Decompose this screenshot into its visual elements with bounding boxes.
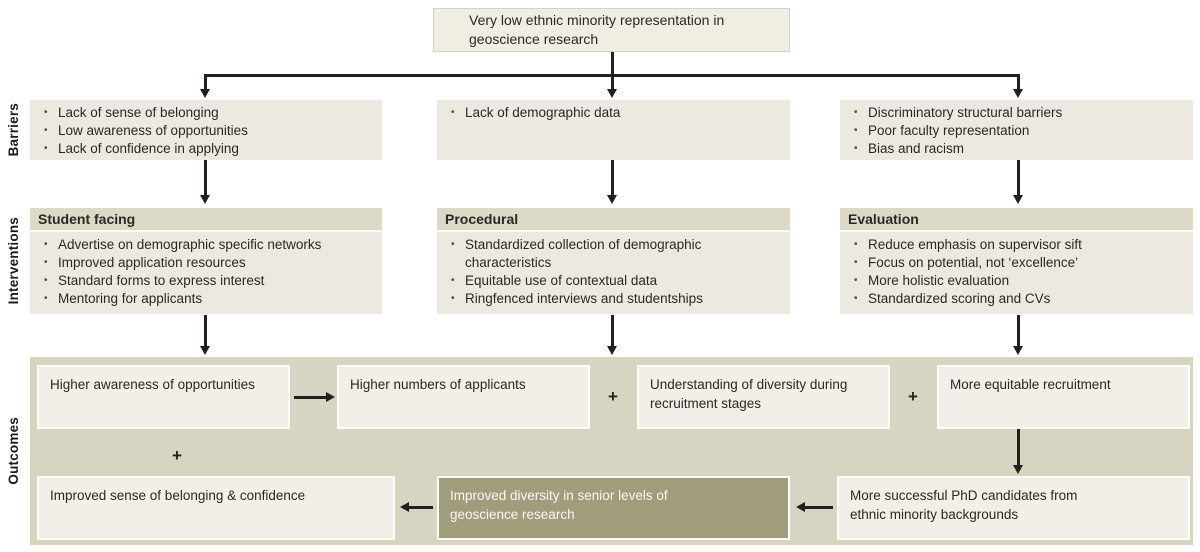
bullet-icon: •: [44, 143, 48, 154]
outcome-text: Improved diversity in senior levels of g…: [450, 488, 668, 522]
side-label-barriers: Barriers: [5, 103, 21, 157]
plus-sign-1: +: [608, 387, 618, 406]
title-box-text: Very low ethnic minority representation …: [469, 12, 725, 47]
connector-barrier-intervention-left: [204, 160, 207, 196]
outcome-box-higher-awareness: Higher awareness of opportunities: [37, 365, 290, 429]
bullet-icon: •: [854, 257, 858, 268]
bullet-icon: •: [854, 125, 858, 136]
interventions-header-evaluation: Evaluation: [840, 208, 1193, 232]
connector-intervention-outcome-center: [611, 315, 614, 347]
arrowhead-to-applicants: [326, 392, 335, 402]
side-label-barriers-wrap: Barriers: [0, 100, 26, 160]
bullet-icon: •: [854, 275, 858, 286]
interventions-header-procedural: Procedural: [437, 208, 790, 232]
intervention-item: Reduce emphasis on supervisor sift: [868, 237, 1082, 252]
bullet-icon: •: [44, 275, 48, 286]
outcome-text: More successful PhD candidates from ethn…: [850, 488, 1078, 522]
arrowhead-to-interventions-right: [1013, 195, 1023, 204]
arrowhead-to-outcomes-left: [200, 346, 210, 355]
arrowhead-to-interventions-left: [200, 195, 210, 204]
connector-senior-belonging: [409, 506, 433, 509]
interventions-box-procedural: Procedural • Standardized collection of d…: [437, 208, 790, 314]
bullet-icon: •: [854, 143, 858, 154]
outcome-box-higher-numbers: Higher numbers of applicants: [337, 365, 590, 429]
outcome-box-equitable-recruitment: More equitable recruitment: [937, 365, 1190, 429]
intervention-item: Standardized scoring and CVs: [868, 291, 1051, 306]
intervention-item: Standardized collection of demographic c…: [465, 237, 702, 270]
bullet-icon: •: [451, 239, 455, 250]
intervention-item: Improved application resources: [58, 255, 246, 270]
connector-barrier-intervention-center: [611, 160, 614, 196]
bullet-icon: •: [44, 107, 48, 118]
intervention-item: Advertise on demographic specific networ…: [58, 237, 322, 252]
arrowhead-to-outcomes-center: [607, 346, 617, 355]
connector-recruitment-phd: [1017, 429, 1020, 466]
intervention-item: Focus on potential, not ‘excellence’: [868, 255, 1079, 270]
outcome-text: Higher numbers of applicants: [350, 377, 526, 392]
connector-phd-senior: [805, 506, 833, 509]
plus-sign-3: +: [172, 446, 182, 465]
interventions-box-student-facing: Student facing • Advertise on demographic…: [30, 208, 382, 314]
bullet-icon: •: [44, 125, 48, 136]
outcome-box-belonging-confidence: Improved sense of belonging & confidence: [37, 476, 395, 540]
barrier-item: Bias and racism: [868, 141, 965, 156]
interventions-box-evaluation: Evaluation • Reduce emphasis on superviso…: [840, 208, 1193, 314]
intervention-item: Mentoring for applicants: [58, 291, 203, 306]
arrowhead-to-barriers-right: [1013, 89, 1023, 98]
side-label-interventions-wrap: Interventions: [0, 208, 26, 314]
connector-intervention-outcome-right: [1017, 315, 1020, 347]
barrier-item: Discriminatory structural barriers: [868, 105, 1063, 120]
interventions-header-student-facing: Student facing: [30, 208, 382, 232]
outcome-box-understanding-diversity: Understanding of diversity during recrui…: [637, 365, 890, 429]
barrier-item: Lack of sense of belonging: [58, 105, 219, 120]
bullet-icon: •: [854, 293, 858, 304]
bullet-icon: •: [451, 275, 455, 286]
bullet-icon: •: [44, 293, 48, 304]
bullet-icon: •: [854, 239, 858, 250]
barrier-item: Lack of confidence in applying: [58, 141, 239, 156]
bullet-icon: •: [451, 107, 455, 118]
arrowhead-to-outcomes-right: [1013, 346, 1023, 355]
arrowhead-to-belonging: [400, 502, 409, 512]
intervention-item: Standard forms to express interest: [58, 273, 265, 288]
outcome-box-phd-success: More successful PhD candidates from ethn…: [837, 476, 1190, 540]
bullet-icon: •: [44, 239, 48, 250]
outcome-box-senior-diversity: Improved diversity in senior levels of g…: [437, 476, 790, 540]
arrowhead-to-phd: [1013, 465, 1023, 474]
side-label-outcomes: Outcomes: [5, 417, 21, 485]
title-box: Very low ethnic minority representation …: [433, 8, 790, 52]
side-label-outcomes-wrap: Outcomes: [0, 357, 26, 545]
barrier-item: Poor faculty representation: [868, 123, 1030, 138]
intervention-item: Equitable use of contextual data: [465, 273, 658, 288]
bullet-icon: •: [854, 107, 858, 118]
barriers-box-procedural: • Lack of demographic data: [437, 100, 790, 160]
arrowhead-to-barriers-left: [200, 89, 210, 98]
arrowhead-to-interventions-center: [607, 195, 617, 204]
outcome-text: More equitable recruitment: [950, 377, 1111, 392]
arrowhead-to-senior-diversity: [796, 502, 805, 512]
barrier-item: Low awareness of opportunities: [58, 123, 248, 138]
arrowhead-to-barriers-center: [607, 89, 617, 98]
barriers-box-student-facing: • Lack of sense of belonging • Low awarene…: [30, 100, 382, 160]
intervention-item: Ringfenced interviews and studentships: [465, 291, 703, 306]
bullet-icon: •: [44, 257, 48, 268]
outcome-text: Understanding of diversity during recrui…: [650, 377, 848, 411]
connector-awareness-applicants: [294, 396, 326, 399]
connector-title-stub: [611, 52, 614, 76]
side-label-interventions: Interventions: [5, 217, 21, 305]
intervention-item: More holistic evaluation: [868, 273, 1010, 288]
barriers-box-evaluation: • Discriminatory structural barriers • Poo…: [840, 100, 1193, 160]
connector-branch-right: [1017, 74, 1020, 90]
outcome-text: Higher awareness of opportunities: [50, 377, 255, 392]
bullet-icon: •: [451, 293, 455, 304]
plus-sign-2: +: [908, 387, 918, 406]
outcome-text: Improved sense of belonging & confidence: [50, 488, 306, 503]
connector-branch-left: [204, 74, 207, 90]
connector-barrier-intervention-right: [1017, 160, 1020, 196]
connector-branch-center: [611, 74, 614, 90]
barrier-item: Lack of demographic data: [465, 105, 621, 120]
connector-intervention-outcome-left: [204, 315, 207, 347]
